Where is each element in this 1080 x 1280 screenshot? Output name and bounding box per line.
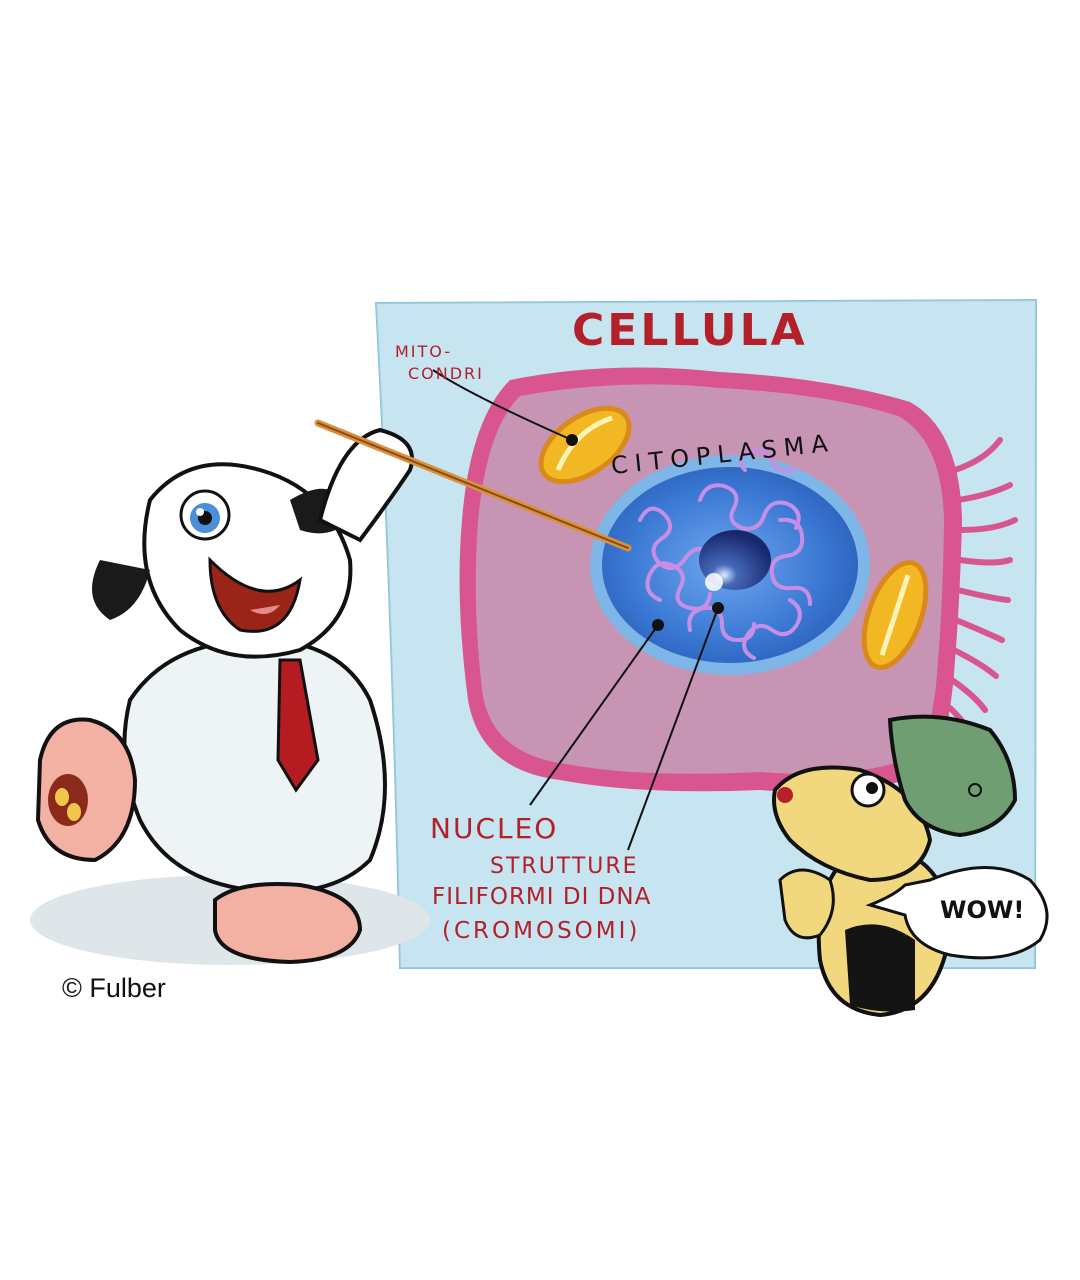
student-dog — [772, 714, 1018, 1018]
speech-bubble-text: WOW! — [940, 896, 1024, 924]
mitochondrion-top — [538, 405, 632, 485]
poster-title: CELLULA — [572, 305, 808, 356]
label-dna-2: FILIFORMI DI DNA — [432, 884, 651, 910]
pointer-dot-mitocondri — [566, 434, 578, 446]
label-dna-3: (CROMOSOMI) — [442, 918, 640, 944]
label-dna-1: STRUTTURE — [490, 854, 639, 879]
label-mitocondri-1: MITO- — [395, 342, 452, 361]
pointer-dot-dna — [712, 602, 724, 614]
cilia — [947, 437, 1018, 745]
pointer-dot-nucleo — [652, 619, 664, 631]
label-nucleo: NUCLEO — [430, 812, 558, 845]
professor-dog — [30, 419, 632, 965]
copyright-text: © Fulber — [62, 973, 166, 1003]
mitochondrion-right — [861, 560, 929, 670]
label-mitocondri-2: CONDRI — [408, 364, 484, 383]
speech-bubble: WOW! — [865, 866, 1049, 960]
leader-lines — [432, 369, 719, 851]
